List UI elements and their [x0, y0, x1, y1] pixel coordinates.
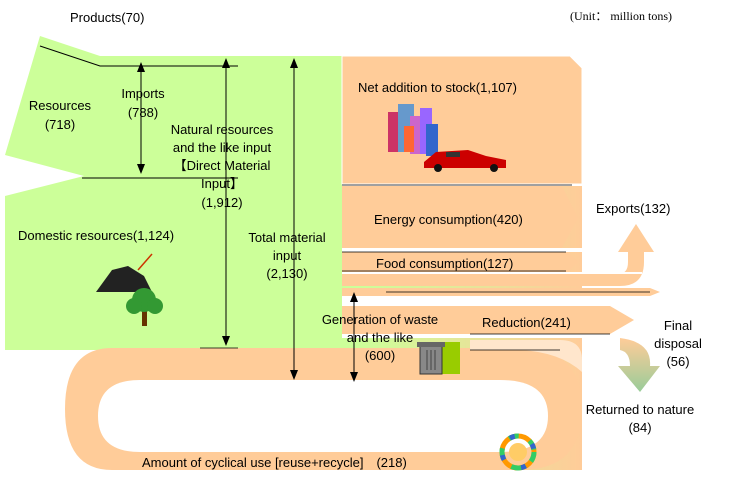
- cyclical-loop-inner: [98, 380, 548, 452]
- imports-label: Imports: [121, 86, 165, 101]
- total-input-label-2: input: [273, 248, 302, 263]
- buildings-icon: [388, 104, 438, 156]
- natural-resources-label-1: Natural resources: [171, 122, 274, 137]
- natural-resources-label-4: Input】: [201, 176, 243, 191]
- imports-value: (788): [128, 105, 158, 120]
- energy-consumption-flow: [342, 186, 578, 248]
- food-consumption-label: Food consumption(127): [376, 256, 513, 271]
- final-disposal-label-1: Final: [664, 318, 692, 333]
- mine-icon: [96, 253, 153, 292]
- tree-icon: [126, 288, 163, 326]
- returned-to-nature-value: (84): [628, 420, 651, 435]
- total-input-label-1: Total material: [248, 230, 325, 245]
- stock-gap-white-3: [342, 272, 642, 274]
- returned-to-nature-label: Returned to nature: [586, 402, 694, 417]
- resources-import-region: [5, 36, 238, 176]
- total-input-arrow: [290, 58, 298, 380]
- reduction-label: Reduction(241): [482, 315, 571, 330]
- domestic-resources-region: [5, 176, 238, 350]
- food-consumption-flow: [342, 252, 578, 272]
- unit-label: (Unit： million tons): [570, 9, 672, 23]
- energy-consumption-label: Energy consumption(420): [374, 212, 523, 227]
- trash-bin-icon: [417, 342, 460, 375]
- exports-label: Exports(132): [596, 201, 670, 216]
- natural-resources-arrow: [222, 58, 230, 346]
- stock-gap-white-5: [342, 334, 642, 338]
- recycle-icon: [499, 433, 537, 471]
- resources-label: Resources: [29, 98, 92, 113]
- final-disposal-flow: [618, 338, 660, 392]
- products-label: Products(70): [70, 10, 144, 25]
- final-disposal-label-2: disposal: [654, 336, 702, 351]
- final-disposal-value: (56): [666, 354, 689, 369]
- car-icon: [424, 150, 506, 172]
- natural-resources-label-2: and the like input: [173, 140, 272, 155]
- waste-arrow: [350, 292, 358, 382]
- stock-gap-white-4: [342, 296, 662, 306]
- natural-resources-value: (1,912): [201, 195, 242, 210]
- reuse-return-stripe: [470, 340, 582, 372]
- natural-resources-label-3: 【Direct Material: [174, 158, 271, 173]
- exports-flow: [342, 224, 654, 286]
- domestic-resources-label: Domestic resources(1,124): [18, 228, 174, 243]
- total-input-value: (2,130): [266, 266, 307, 281]
- resources-value: (718): [45, 117, 75, 132]
- cyclical-use-label: Amount of cyclical use [reuse+recycle] (…: [142, 455, 407, 470]
- imports-arrow: [137, 62, 145, 174]
- reduction-flow: [342, 306, 634, 334]
- products-export-line: [39, 45, 238, 67]
- waste-label-2: and the like: [347, 330, 414, 345]
- waste-label-1: Generation of waste: [322, 312, 438, 327]
- stock-gap-white-2: [342, 248, 584, 252]
- waste-value: (600): [365, 348, 395, 363]
- net-addition-label: Net addition to stock(1,107): [358, 80, 517, 95]
